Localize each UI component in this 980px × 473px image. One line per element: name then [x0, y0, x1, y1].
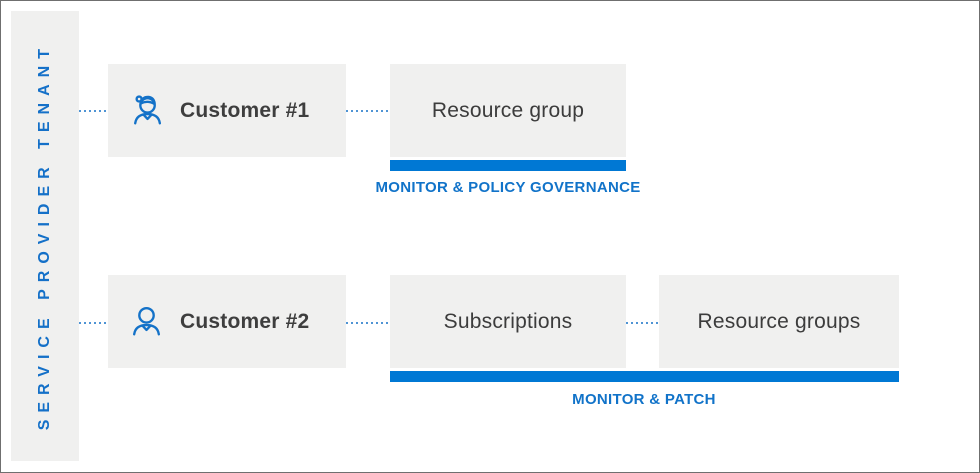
resource-groups-label: Resource groups	[697, 309, 861, 333]
sidebar-label: SERVICE PROVIDER TENANT	[36, 41, 53, 431]
person-icon	[132, 306, 161, 336]
customer-1-label: Customer #1	[180, 98, 310, 122]
customer-2-label: Customer #2	[180, 309, 310, 333]
person-with-cap-icon	[134, 95, 162, 125]
subscriptions-box: Subscriptions	[390, 275, 626, 368]
service-provider-tenant-sidebar: SERVICE PROVIDER TENANT	[11, 11, 79, 461]
dotted-connector-subscriptions-to-resource-groups	[626, 322, 659, 324]
subscriptions-label: Subscriptions	[443, 309, 573, 333]
dotted-connector-customer-2-to-subscriptions	[346, 322, 390, 324]
resource-group-box: Resource group	[390, 64, 626, 157]
monitor-patch-bar	[390, 371, 899, 382]
resource-group-label: Resource group	[431, 98, 585, 122]
dotted-connector-customer-1-to-resource-group	[346, 110, 390, 112]
monitor-policy-governance-label: MONITOR & POLICY GOVERNANCE	[375, 179, 641, 196]
customer-2-box: Customer #2	[108, 275, 346, 368]
customer-1-box: Customer #1	[108, 64, 346, 157]
dotted-connector-tenant-to-customer-1	[79, 110, 108, 112]
resource-groups-box: Resource groups	[659, 275, 899, 368]
monitor-policy-governance-bar	[390, 160, 626, 171]
dotted-connector-tenant-to-customer-2	[79, 322, 108, 324]
monitor-patch-label: MONITOR & PATCH	[572, 391, 716, 408]
